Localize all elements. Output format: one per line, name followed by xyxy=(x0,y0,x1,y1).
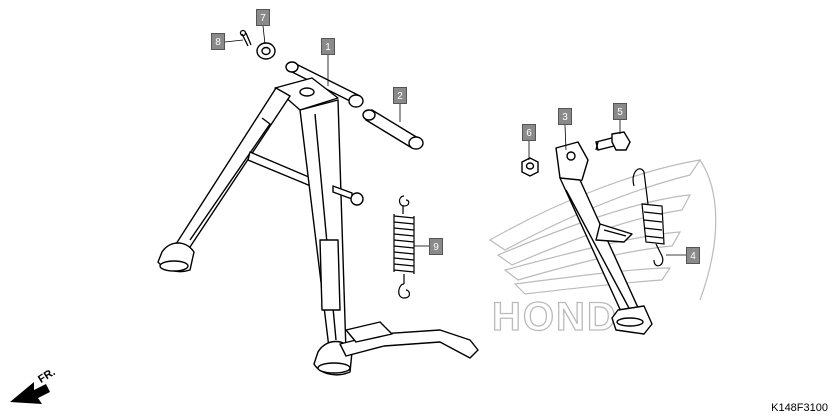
side-stand xyxy=(555,141,653,335)
callout-9: 9 xyxy=(429,238,443,255)
callout-5: 5 xyxy=(613,103,627,120)
side-stand-spring xyxy=(632,168,665,267)
leader-lines xyxy=(224,25,686,256)
diagram-code: K148F3100 xyxy=(771,402,828,414)
callout-7: 7 xyxy=(256,9,270,26)
callout-1: 1 xyxy=(321,38,335,55)
lock-nut xyxy=(521,157,539,177)
honda-wing-logo xyxy=(488,159,717,301)
front-direction-arrow xyxy=(10,382,50,404)
collar-pipe xyxy=(362,109,424,150)
callout-2: 2 xyxy=(393,87,407,104)
pivot-bolt xyxy=(595,131,631,151)
cotter-pin xyxy=(239,29,252,47)
callout-4: 4 xyxy=(686,247,700,264)
main-stand xyxy=(157,61,479,376)
washer xyxy=(256,42,276,60)
callout-3: 3 xyxy=(558,108,572,125)
callout-6: 6 xyxy=(522,124,536,141)
main-stand-spring xyxy=(393,195,415,299)
callout-8: 8 xyxy=(211,33,225,50)
